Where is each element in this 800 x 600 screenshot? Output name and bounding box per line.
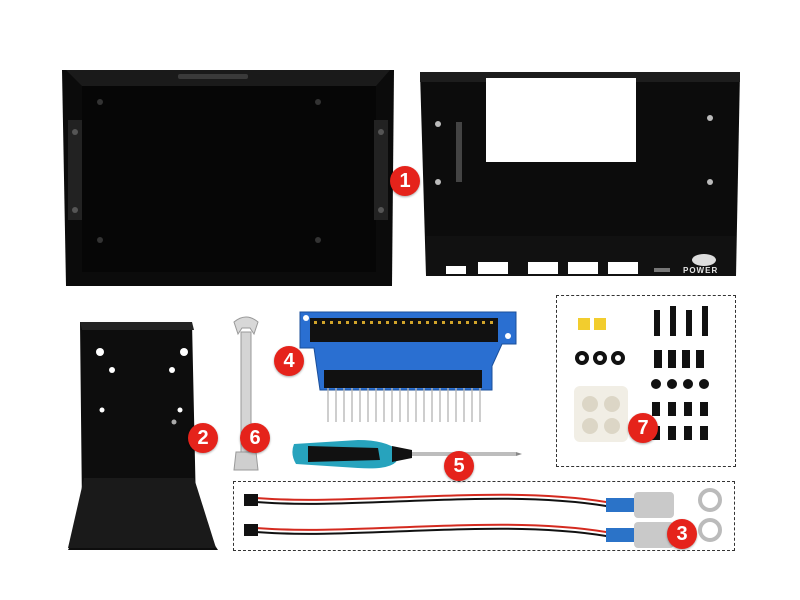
gpio-adapter-board [299,311,517,422]
badge-cables: 3 [667,519,697,549]
cables-box [233,481,735,551]
enclosure-top-cover [420,72,740,276]
badge-enclosure: 1 [390,166,420,196]
power-button-cables [244,488,722,548]
wrench [233,316,259,471]
badge-stand: 2 [188,423,218,453]
stand-bracket [68,322,218,550]
screw-kit [574,306,709,442]
screwdriver [292,440,522,469]
enclosure-bottom-tray [62,70,394,286]
power-label: POWER [683,266,719,275]
badge-gpio-board: 4 [274,346,304,376]
badge-wrench: 6 [240,423,270,453]
badge-screw-kit: 7 [628,413,658,443]
badge-screwdriver: 5 [444,451,474,481]
screw-kit-box [556,295,736,467]
